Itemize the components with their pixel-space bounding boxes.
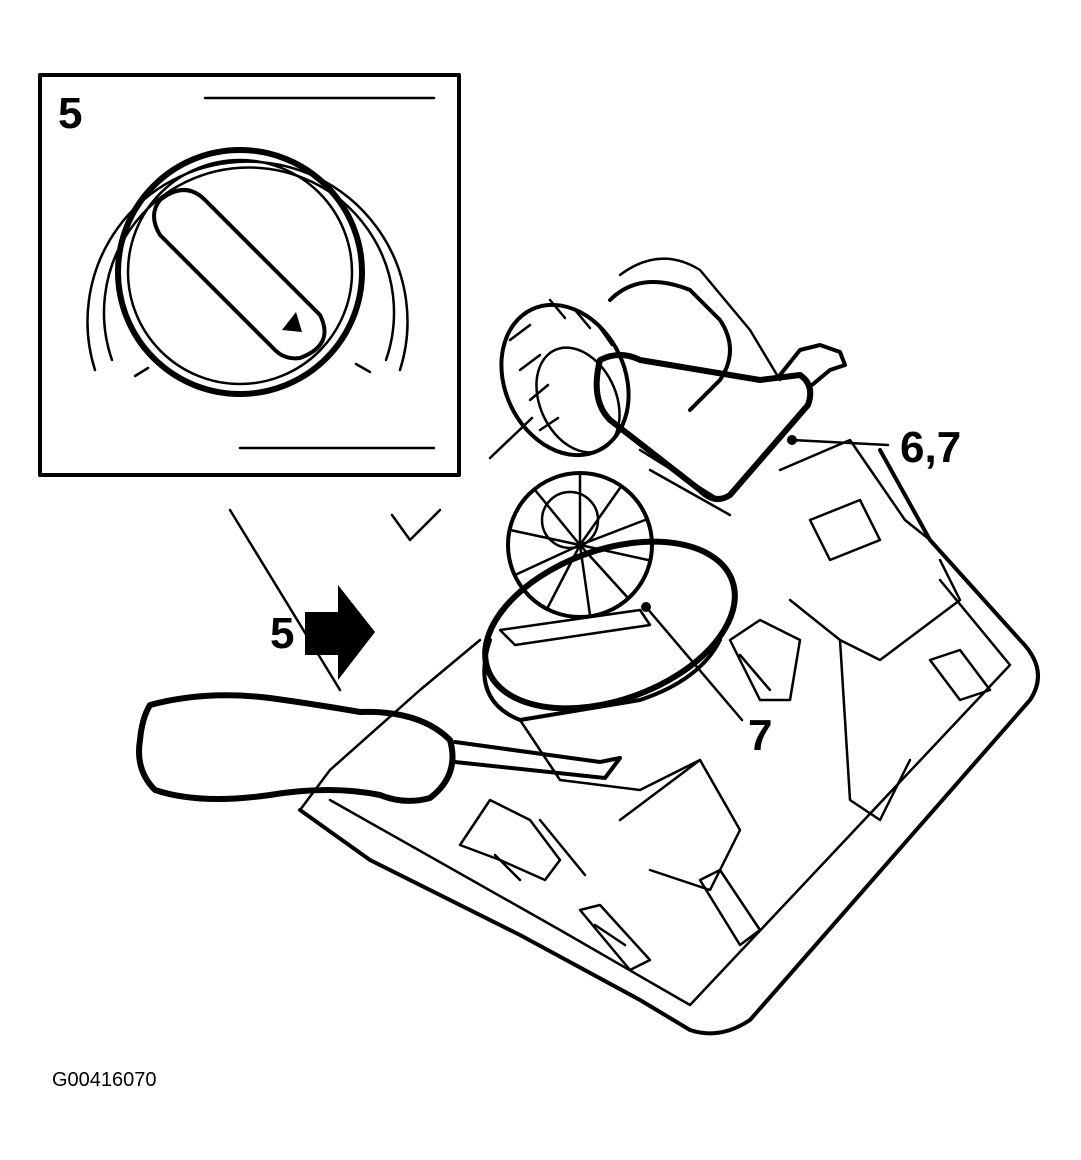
motor-wire	[638, 448, 732, 517]
housing-rib-2	[788, 558, 962, 662]
callout-motor-label: 6,7	[900, 423, 961, 472]
bevel-gear	[506, 471, 654, 619]
housing-clip-mid	[728, 618, 802, 702]
motor-assembly	[499, 257, 847, 517]
leader-line-inset-right	[390, 508, 442, 542]
figure-id: G00416070	[52, 1069, 157, 1091]
screwdriver-shaft	[453, 740, 622, 780]
motor-terminal	[778, 343, 847, 387]
dial-grip	[152, 188, 327, 361]
bevel-gear-teeth	[508, 473, 650, 617]
dial-knob	[115, 147, 365, 397]
dial-knob-rim	[126, 158, 354, 386]
switch-housing	[298, 438, 1040, 1036]
housing-rear-wall	[778, 438, 932, 542]
triangle-pointer-icon	[282, 312, 302, 332]
callout-gear-leader	[644, 605, 744, 722]
callout-gear: 7	[641, 602, 772, 760]
dial-bezel-slot	[133, 362, 372, 378]
housing-rib-1	[808, 498, 882, 562]
inset-label: 5	[58, 89, 82, 138]
screwdriver-icon	[136, 692, 622, 804]
callout-motor-leader	[790, 438, 890, 447]
motor-rear-shell	[618, 257, 782, 382]
motor-housing-cap	[608, 280, 732, 412]
worm-gear-teeth	[508, 298, 614, 432]
inset-detail: 5	[38, 73, 461, 477]
gear-cup	[482, 638, 722, 722]
housing-clip-front	[458, 798, 587, 882]
housing-rib-4	[928, 648, 992, 702]
leader-line-inset-left	[228, 508, 342, 692]
leader-line-knob	[488, 416, 534, 460]
inset-leaders	[228, 416, 534, 692]
screwdriver-handle	[136, 692, 456, 804]
worm-gear-face	[535, 346, 621, 454]
callout-switch-label: 5	[270, 609, 294, 658]
dial-bezel-outer	[86, 160, 409, 372]
gear-cup-side	[518, 718, 702, 792]
gear-shaft-slot	[498, 608, 652, 647]
worm-gear	[499, 302, 631, 458]
housing-outer-shell	[298, 448, 1040, 1036]
dial-bezel-inner	[102, 166, 396, 362]
housing-bay-wall	[618, 758, 742, 892]
housing-inner-lip	[328, 578, 1012, 1007]
housing-rib-5	[698, 868, 762, 947]
callout-motor: 6,7	[787, 423, 961, 472]
inset-frame	[38, 73, 461, 477]
bold-right-arrow-icon	[305, 585, 375, 680]
drive-gear-assembly	[482, 471, 738, 792]
callout-gear-label: 7	[748, 711, 772, 760]
gear-base-ring	[482, 538, 738, 712]
housing-left-wall	[298, 638, 482, 812]
motor-body	[593, 352, 814, 502]
housing-rib-3	[838, 638, 912, 822]
connector-block	[578, 903, 652, 972]
callout-switch: 5	[270, 585, 375, 680]
